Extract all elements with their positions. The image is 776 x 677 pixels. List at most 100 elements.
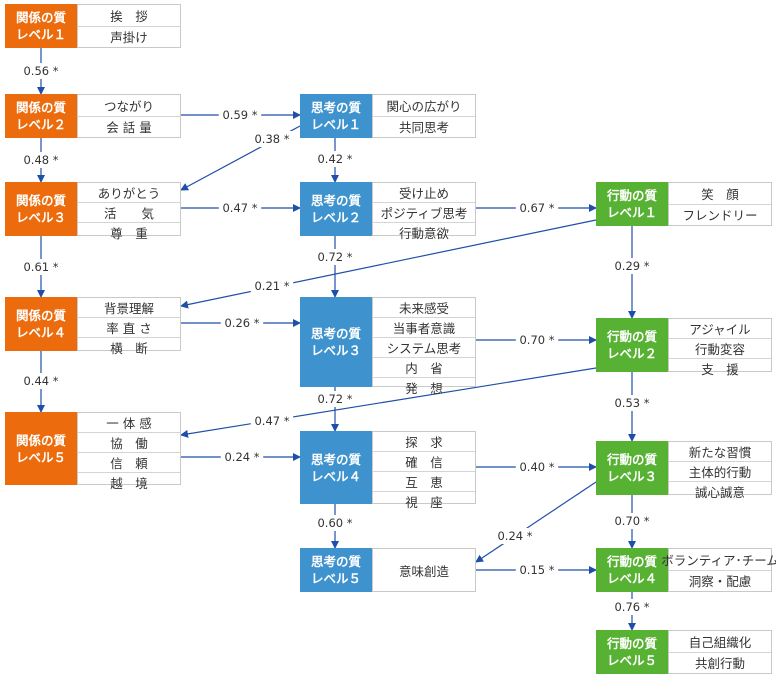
edge-label-t4-a3: 0.40 * xyxy=(519,460,554,474)
edge-label-bg xyxy=(19,373,63,389)
node-item: 確 信 xyxy=(373,451,475,471)
edge-label-bg xyxy=(250,413,294,429)
edge-label-bg xyxy=(515,332,559,348)
node-item: 越 境 xyxy=(78,472,180,492)
node-item: 一 体 感 xyxy=(106,416,152,431)
edge-label-t5-a4: 0.15 * xyxy=(519,563,554,577)
node-level-badge: 行動の質レベル１ xyxy=(596,182,668,226)
edge-label-bg xyxy=(610,395,654,411)
edge-label-r1-r2: 0.56 * xyxy=(23,64,58,78)
edge-label-bg xyxy=(493,528,537,544)
node-level: レベル２ xyxy=(606,346,657,361)
edge-label-bg xyxy=(250,131,294,147)
edge-label-bg xyxy=(250,278,294,294)
node-level-badge: 関係の質レベル５ xyxy=(5,412,77,485)
node-level-badge: 行動の質レベル２ xyxy=(596,318,668,372)
node-items: アジャイル行動変容支 援 xyxy=(668,318,772,377)
node-item: アジャイル xyxy=(689,322,751,337)
node-level-badge: 行動の質レベル４ xyxy=(596,548,668,592)
node-items: 未来感受当事者意識システム思考内 省発 想 xyxy=(372,297,476,396)
node-level-badge: 関係の質レベル２ xyxy=(5,94,77,138)
node-item: システム思考 xyxy=(373,337,475,357)
edge-label-bg xyxy=(515,562,559,578)
node-type: 思考の質 xyxy=(310,554,361,569)
node-level-badge: 関係の質レベル１ xyxy=(5,4,77,48)
edge-label-r5-t4: 0.24 * xyxy=(224,450,259,464)
node-level-badge: 関係の質レベル３ xyxy=(5,182,77,236)
node-item: 活 気 xyxy=(78,202,180,222)
edge-label-t2-a1: 0.67 * xyxy=(519,201,554,215)
node-item: つながり xyxy=(103,98,154,114)
node-item: 主体的行動 xyxy=(669,461,771,481)
edge-label-t1-r3: 0.38 * xyxy=(254,132,289,146)
edge-label-a1-r4: 0.21 * xyxy=(254,279,289,293)
edge-label-bg xyxy=(220,449,264,465)
node-item: ボランティア･チーム xyxy=(661,552,776,568)
node-item: 横 断 xyxy=(78,337,180,357)
node-type: 思考の質 xyxy=(310,451,361,467)
node-item: 支 援 xyxy=(669,358,771,378)
node-items: ボランティア･チーム洞察・配慮 xyxy=(661,548,776,592)
node-item: 受け止め xyxy=(398,186,449,201)
edge-arrow-a2-r5 xyxy=(180,367,597,438)
node-level: レベル３ xyxy=(310,343,361,358)
node-item: 関心の広がり xyxy=(386,98,462,114)
edge-label-bg xyxy=(515,459,559,475)
node-item: 挨 拶 xyxy=(110,8,148,24)
edge-label-bg xyxy=(19,152,63,168)
node-type: 関係の質 xyxy=(15,308,66,323)
node-item: 洞察・配慮 xyxy=(669,569,771,592)
node-item: 会 話 量 xyxy=(78,115,180,138)
node-level-badge: 関係の質レベル４ xyxy=(5,297,77,351)
node-item: フレンドリー xyxy=(669,203,771,226)
edge-label-bg xyxy=(515,200,559,216)
node-level-badge: 行動の質レベル３ xyxy=(596,441,668,495)
node-item: 行動変容 xyxy=(669,338,771,358)
node-type: 行動の質 xyxy=(606,452,657,467)
edge-label-t3-a2: 0.70 * xyxy=(519,333,554,347)
edge-label-bg xyxy=(19,63,63,79)
node-items: 新たな習慣主体的行動誠心誠意 xyxy=(668,441,772,500)
node-level: レベル２ xyxy=(310,210,361,225)
edge-label-r3-t2: 0.47 * xyxy=(222,201,257,215)
edge-arrow-a1-r4 xyxy=(180,219,597,309)
node-item: 共創行動 xyxy=(669,651,771,674)
edge-label-a4-a5: 0.76 * xyxy=(614,600,649,614)
node-items: 一 体 感協 働信 頼越 境 xyxy=(77,412,181,491)
node-item: ありがとう xyxy=(97,186,161,201)
edge-label-a3-t5: 0.24 * xyxy=(497,529,532,543)
node-item: 誠心誠意 xyxy=(669,481,771,501)
node-item: ポジティブ思考 xyxy=(373,202,475,222)
node-items: 背景理解率 直 さ横 断 xyxy=(77,297,181,356)
node-item: 新たな習慣 xyxy=(688,445,752,460)
edge-label-r3-r4: 0.61 * xyxy=(23,260,58,274)
node-type: 行動の質 xyxy=(606,636,657,651)
edge-label-bg xyxy=(218,200,262,216)
node-level: レベル３ xyxy=(606,469,657,484)
node-items: 笑 顔フレンドリー xyxy=(668,182,772,226)
node-item: 発 想 xyxy=(373,377,475,397)
node-type: 行動の質 xyxy=(606,329,657,344)
node-item: 尊 重 xyxy=(78,222,180,242)
node-items: 意味創造 xyxy=(372,548,476,592)
node-type: 思考の質 xyxy=(310,193,361,208)
edge-label-t2-t3: 0.72 * xyxy=(317,250,352,264)
node-level-badge: 思考の質レベル１ xyxy=(300,94,372,138)
edge-label-r2-t1: 0.59 * xyxy=(222,108,257,122)
node-items: 関心の広がり共同思考 xyxy=(372,94,476,138)
edge-label-r4-t3: 0.26 * xyxy=(224,316,259,330)
edge-label-bg xyxy=(313,249,357,265)
node-type: 思考の質 xyxy=(310,100,361,115)
node-type: 関係の質 xyxy=(15,100,66,115)
edge-label-t3-t4: 0.72 * xyxy=(317,392,352,406)
node-level: レベル１ xyxy=(15,27,66,42)
node-level-badge: 思考の質レベル４ xyxy=(300,431,372,504)
node-item: 意味創造 xyxy=(398,563,449,579)
